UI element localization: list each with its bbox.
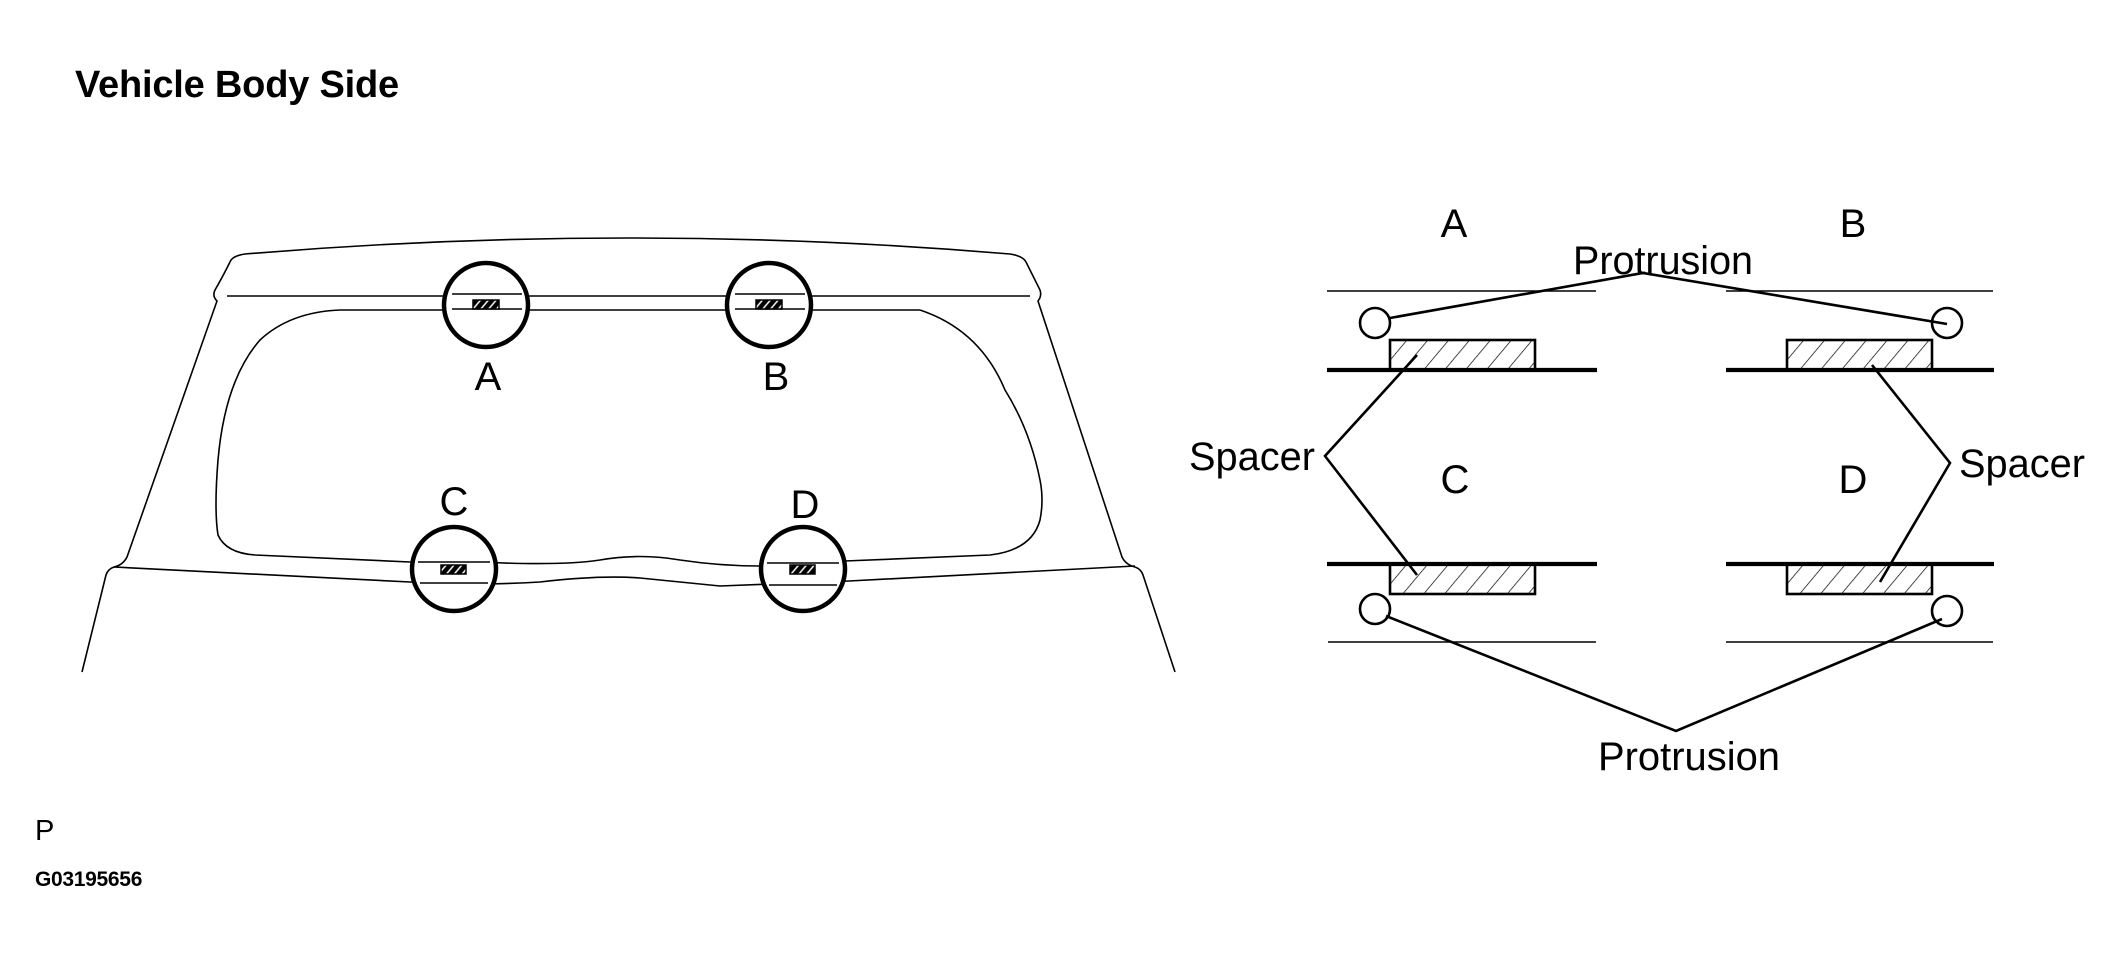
detail-label-b: B	[1840, 202, 1867, 246]
callout-a[interactable]	[441, 260, 531, 350]
figure-code: G03195656	[35, 868, 143, 891]
spacer-block-c	[1388, 562, 1537, 596]
callout-c[interactable]	[409, 524, 499, 614]
detail-label-a: A	[1441, 202, 1468, 246]
detail-section-c	[1327, 561, 1597, 643]
callout-label-a: A	[475, 355, 502, 399]
detail-label-c: C	[1441, 458, 1470, 502]
protrusion-label-bottom: Protrusion	[1598, 735, 1780, 779]
spacer-label-left: Spacer	[1189, 435, 1315, 479]
spacer-block-a	[1388, 338, 1537, 372]
callout-label-d: D	[791, 483, 820, 527]
spacer-label-right: Spacer	[1959, 442, 2085, 486]
detail-section-b	[1726, 290, 1994, 373]
callout-b[interactable]	[724, 260, 814, 350]
callout-d[interactable]	[758, 524, 848, 614]
callout-label-b: B	[763, 355, 790, 399]
spacer-block-d	[1785, 562, 1934, 596]
spacer-block-b	[1785, 338, 1934, 372]
detail-label-d: D	[1839, 458, 1868, 502]
leader-lines	[1323, 271, 1952, 733]
protrusion-label-top: Protrusion	[1573, 239, 1753, 283]
footer-letter: P	[35, 815, 55, 847]
detail-section-d	[1726, 561, 1994, 643]
detail-section-a	[1327, 290, 1597, 373]
callout-label-c: C	[440, 480, 469, 524]
vehicle-rear-outline	[81, 237, 1176, 673]
page-title: Vehicle Body Side	[75, 64, 399, 106]
